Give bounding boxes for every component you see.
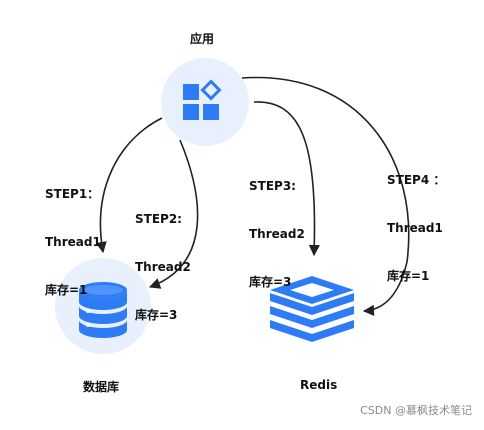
step4-thread: Thread1 xyxy=(387,221,443,235)
arrow-step4 xyxy=(241,76,410,316)
step3-value: 库存=3 xyxy=(249,275,292,289)
database-node xyxy=(55,258,151,354)
step3-title: STEP3: xyxy=(249,179,296,193)
arrow-step3 xyxy=(253,101,320,257)
database-label: 数据库 xyxy=(83,380,120,394)
step1-title: STEP1： xyxy=(45,187,100,201)
redis-stack-icon xyxy=(270,276,354,342)
app-grid-icon xyxy=(183,79,222,120)
step2-thread: Thread2 xyxy=(135,260,191,274)
step1-thread: Thread1 xyxy=(45,235,101,249)
database-icon xyxy=(79,282,127,338)
step3-thread: Thread2 xyxy=(249,227,305,241)
app-label: 应用 xyxy=(190,32,215,46)
step2-label: STEP2: Thread2 库存=3 xyxy=(135,179,191,339)
step4-value: 库存=1 xyxy=(387,269,430,283)
step1-label: STEP1： Thread1 库存=1 xyxy=(45,154,101,314)
step2-value: 库存=3 xyxy=(135,308,178,322)
watermark: CSDN @慕枫技术笔记 xyxy=(360,404,472,417)
step2-title: STEP2: xyxy=(135,212,182,226)
arrow-step1 xyxy=(95,117,163,254)
step3-label: STEP3: Thread2 库存=3 xyxy=(249,146,305,306)
app-node xyxy=(161,58,249,146)
step4-title: STEP4 ： xyxy=(387,173,446,187)
step1-value: 库存=1 xyxy=(45,283,88,297)
step4-label: STEP4 ： Thread1 库存=1 xyxy=(387,140,445,300)
arrow-step2 xyxy=(148,139,199,289)
redis-label: Redis xyxy=(300,378,338,392)
